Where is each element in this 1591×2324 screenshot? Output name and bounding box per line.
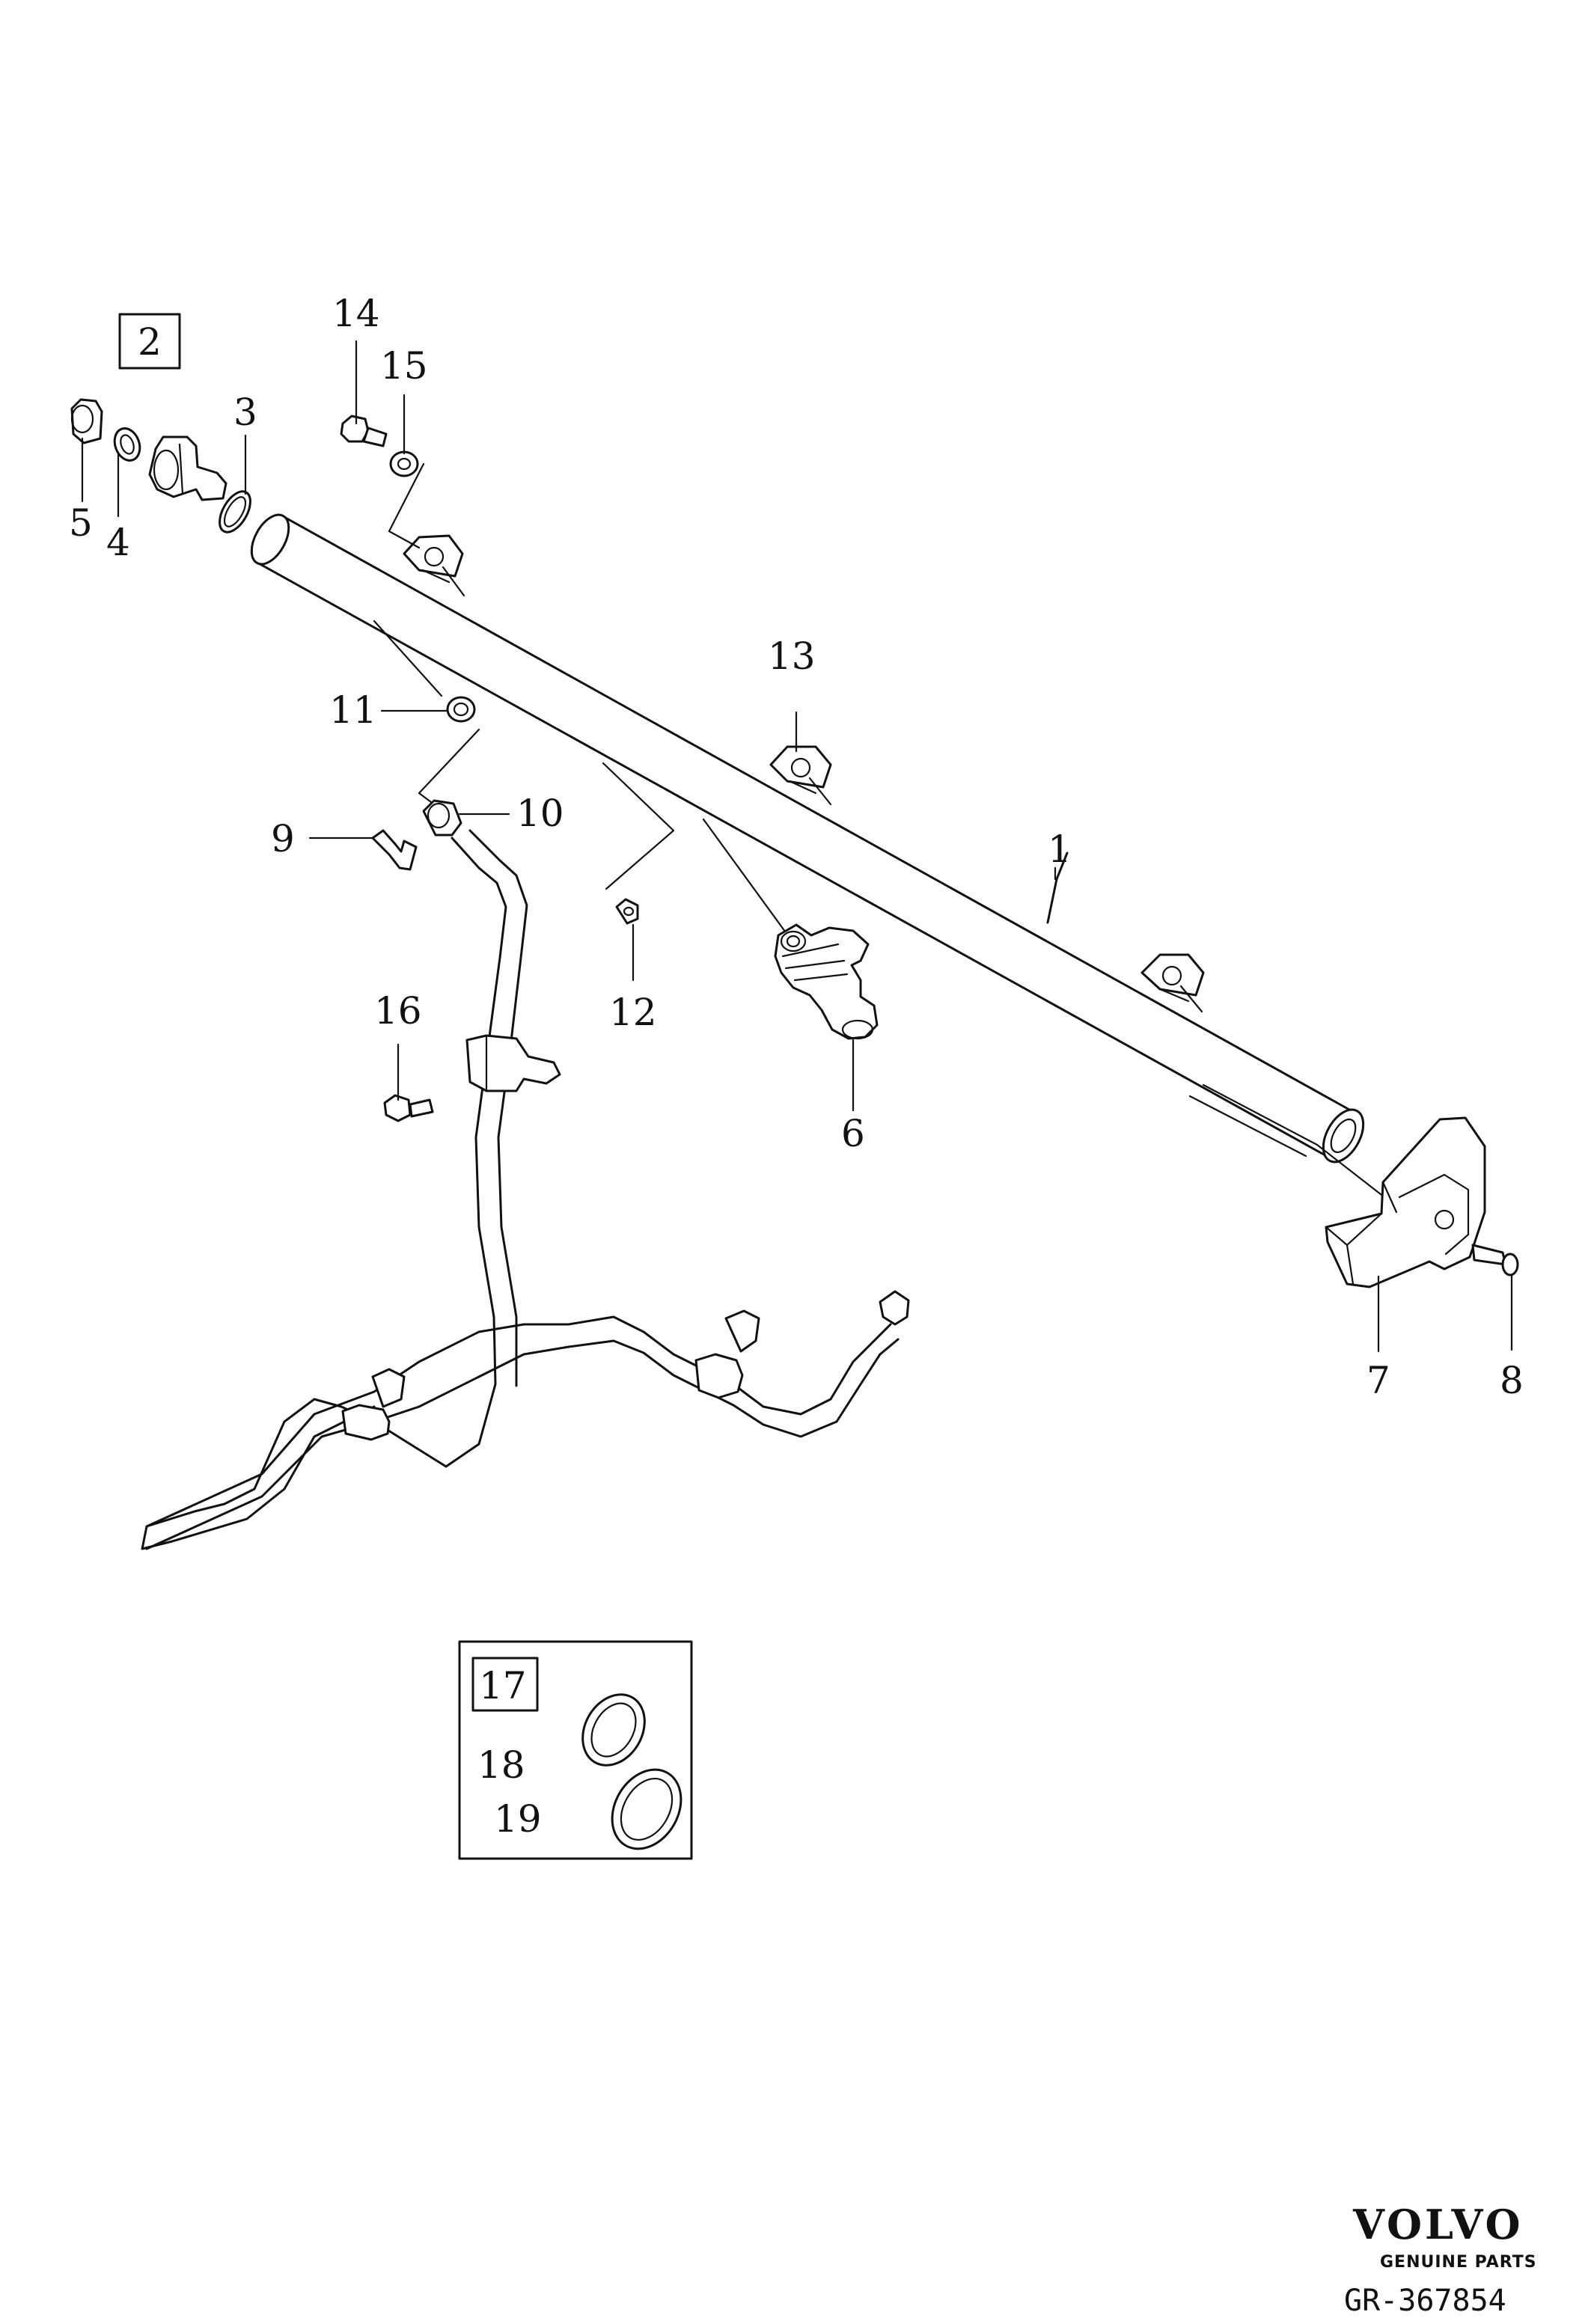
- callout-10: 10: [516, 792, 564, 835]
- leader-lines: [81, 340, 1513, 1821]
- o-ring-18: [581, 1693, 646, 1767]
- clip-9: [371, 829, 418, 871]
- callout-9: 9: [271, 817, 295, 860]
- screw-8: [1471, 1244, 1519, 1276]
- callout-3: 3: [233, 391, 257, 434]
- screw-12: [615, 898, 639, 925]
- rail-bracket-front: [1140, 953, 1205, 1013]
- callout-16: 16: [374, 989, 422, 1033]
- callout-labels: 1 3 4 5 6 7 8 9 10 11 12 13 14 15 16: [69, 292, 1524, 1402]
- callout-19: 19: [494, 1797, 542, 1841]
- callout-1: 1: [1048, 828, 1072, 871]
- sealing-washer: [113, 427, 141, 462]
- rail-bracket-rear: [403, 534, 465, 597]
- clamp-upper: [465, 1034, 561, 1092]
- callout-box-2: 2: [118, 313, 181, 370]
- callout-13: 13: [768, 634, 816, 678]
- kit-inset-box: 17 18 19: [458, 1640, 693, 1860]
- callout-2: 2: [138, 320, 162, 364]
- callout-12: 12: [609, 991, 657, 1034]
- bolt-14: [340, 415, 388, 447]
- rail-bracket-middle: [769, 745, 832, 806]
- plug-screw: [70, 398, 103, 444]
- nipple-10: [422, 799, 462, 837]
- washer-15: [389, 450, 419, 477]
- volvo-logo: VOLVO GENUINE PARTS: [1352, 2201, 1537, 2272]
- callout-4: 4: [106, 521, 130, 564]
- diagram-reference: GR-367854: [1344, 2284, 1506, 2318]
- callout-8: 8: [1500, 1359, 1524, 1402]
- callout-5: 5: [69, 501, 93, 545]
- callout-7: 7: [1366, 1359, 1390, 1402]
- clamp-left: [341, 1368, 406, 1441]
- logo-brand: VOLVO: [1352, 2201, 1524, 2248]
- callout-14: 14: [332, 292, 380, 335]
- damper: [148, 435, 227, 501]
- callout-6: 6: [841, 1112, 865, 1155]
- o-ring-19: [611, 1768, 682, 1850]
- clamp-right: [694, 1309, 760, 1399]
- o-ring-11: [446, 696, 476, 723]
- callout-18: 18: [477, 1743, 525, 1787]
- injector: [774, 923, 879, 1040]
- callout-11: 11: [329, 688, 377, 732]
- pressure-sensor: [1325, 1116, 1486, 1288]
- callout-17: 17: [479, 1664, 527, 1707]
- logo-tagline: GENUINE PARTS: [1380, 2253, 1537, 2272]
- fuel-rail: [250, 513, 1365, 1163]
- callout-15: 15: [380, 344, 428, 388]
- bolt-16: [383, 1094, 434, 1122]
